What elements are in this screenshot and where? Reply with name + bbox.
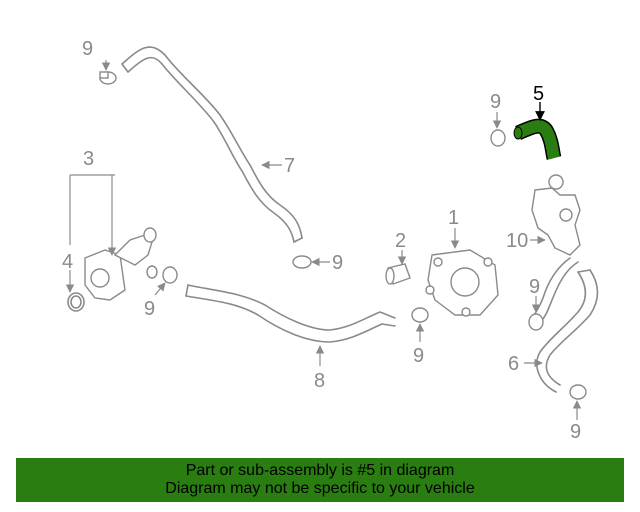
hose-part-6[interactable] [536, 269, 599, 393]
banner-line-1: Part or sub-assembly is #5 in diagram [185, 462, 455, 479]
clamp-part-9-e[interactable] [490, 129, 506, 147]
callout-8: 8 [314, 370, 325, 392]
hose-part-5-highlighted[interactable] [513, 118, 562, 160]
callout-5: 5 [533, 83, 544, 105]
callout-6: 6 [508, 353, 519, 375]
callout-1: 1 [448, 207, 459, 229]
clamp-part-9-a[interactable] [99, 71, 117, 85]
callout-9: 9 [82, 38, 93, 60]
callout-9: 9 [332, 252, 343, 274]
hose-part-7[interactable] [121, 46, 303, 243]
callout-9: 9 [144, 298, 155, 320]
callout-9: 9 [413, 345, 424, 367]
housing-part-10[interactable] [531, 174, 581, 256]
callout-9: 9 [490, 91, 501, 113]
callout-9: 9 [570, 421, 581, 443]
leader-lines [65, 60, 582, 420]
callout-7: 7 [284, 155, 295, 177]
callout-10: 10 [506, 230, 528, 252]
callout-4: 4 [62, 251, 73, 273]
callout-3: 3 [83, 148, 94, 170]
clamp-part-9-b[interactable] [292, 255, 312, 269]
callout-2: 2 [395, 230, 406, 252]
clamp-part-9-c[interactable] [162, 266, 178, 284]
housing-part-1[interactable] [425, 249, 499, 317]
sleeve-part-2[interactable] [385, 263, 411, 285]
hose-part-8[interactable] [185, 284, 396, 343]
clamp-part-9-g[interactable] [569, 384, 587, 400]
gasket-part-4[interactable] [67, 292, 85, 312]
callout-9: 9 [529, 276, 540, 298]
pump-part-3[interactable] [84, 227, 158, 301]
clamp-part-9-d[interactable] [411, 307, 429, 323]
info-banner: Part or sub-assembly is #5 in diagram Di… [16, 458, 624, 502]
banner-line-2: Diagram may not be specific to your vehi… [165, 480, 475, 497]
clamp-part-9-f[interactable] [528, 313, 544, 331]
